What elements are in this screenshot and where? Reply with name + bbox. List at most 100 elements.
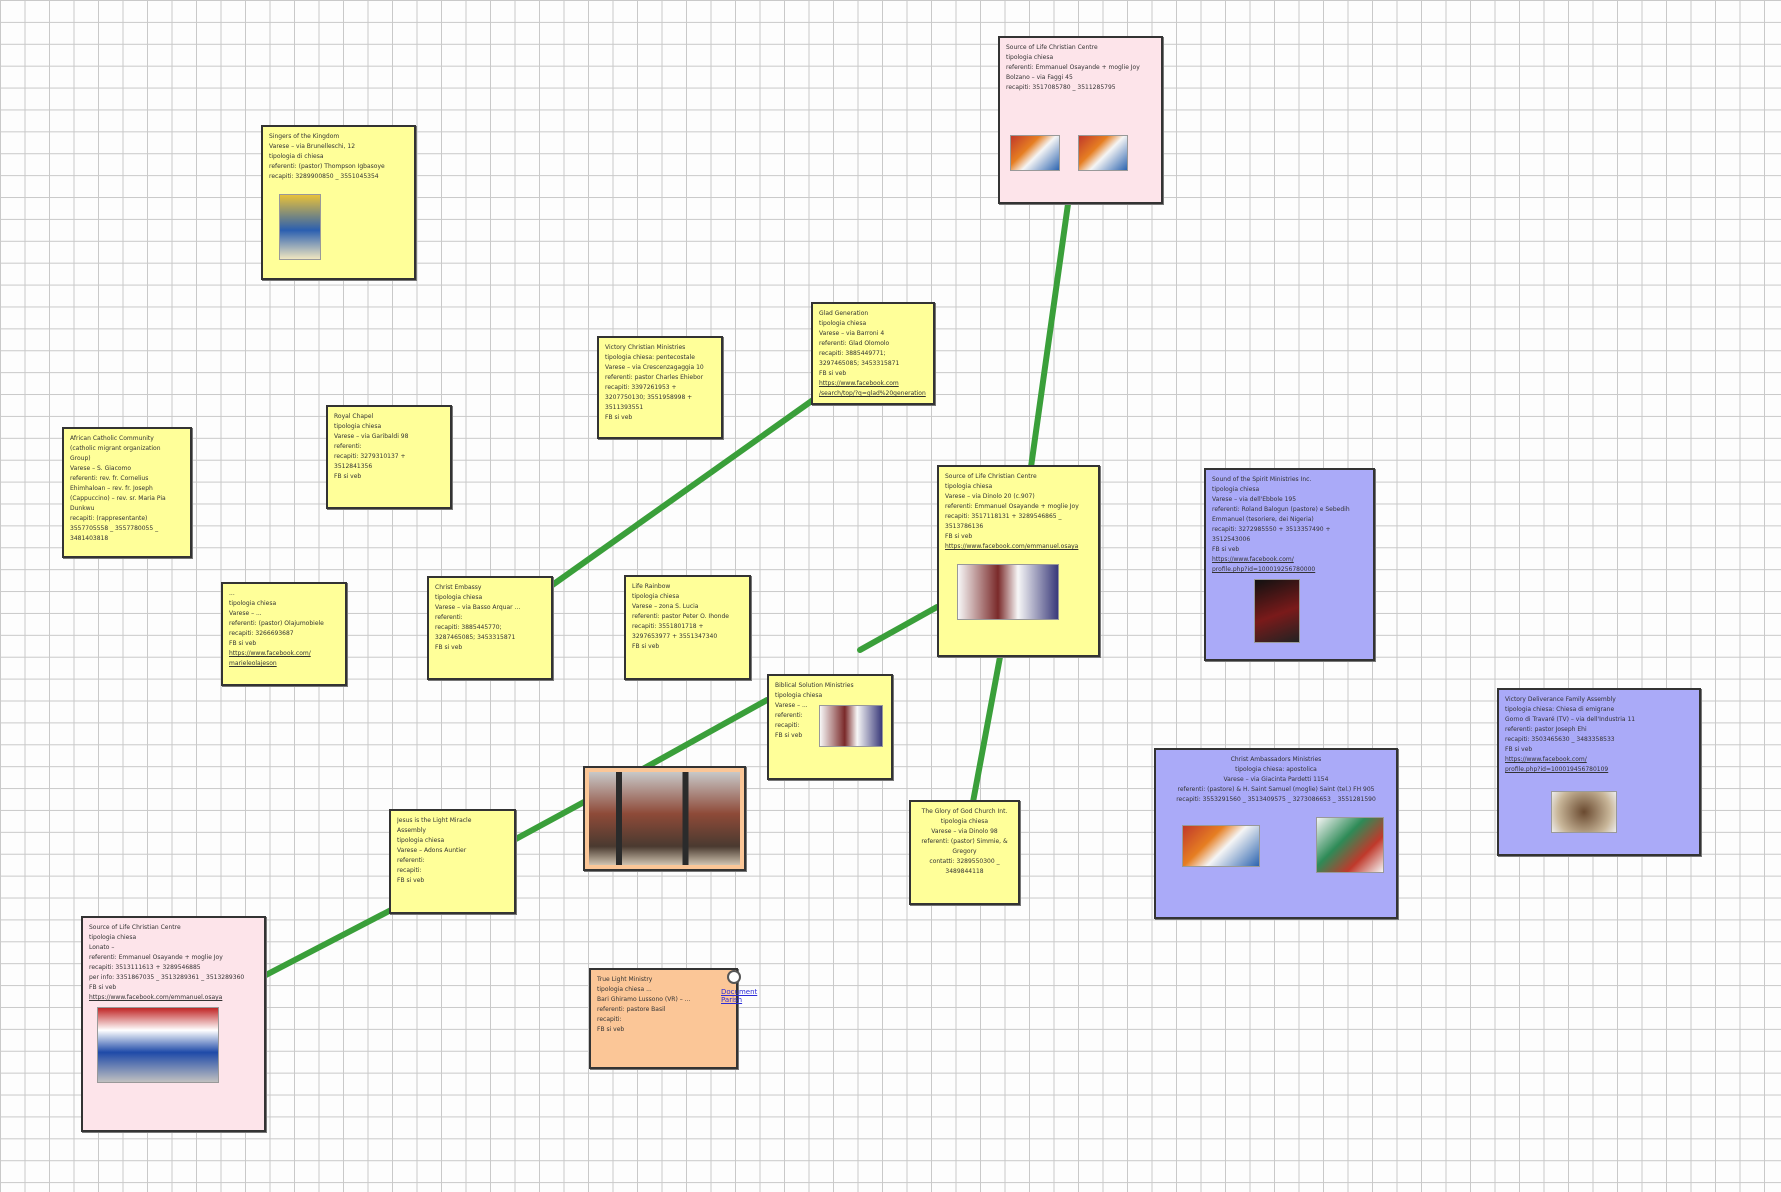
node-images (819, 705, 885, 747)
facebook-link[interactable]: /search/top/?q=glad%20generation (819, 390, 926, 397)
node-detail: Emmanuel (tesoriere, dei Nigeria) (1212, 516, 1314, 523)
node-detail: recapiti: 3517118131 + 3289546865 _ (945, 513, 1062, 520)
node-detail: FB si veb (435, 644, 463, 651)
event-photo-image[interactable] (1551, 791, 1617, 833)
node-detail: Varese – via Basso Arquar ... (435, 604, 521, 611)
node-detail: 3297465085; 3453315871 (819, 360, 900, 367)
node-sound-of-the-spirit[interactable]: Sound of the Spirit Ministries Inc. tipo… (1204, 468, 1375, 661)
node-title: True Light Ministry (597, 976, 653, 983)
node-glad-generation[interactable]: Glad Generation tipologia chiesa Varese … (811, 302, 935, 405)
node-biblical-solution-ministries[interactable]: Biblical Solution Ministries tipologia c… (767, 674, 893, 780)
node-detail: tipologia chiesa: apostolica (1235, 766, 1317, 773)
attachment-icon[interactable] (727, 970, 741, 984)
node-detail: Varese – ... (775, 702, 808, 709)
facebook-link[interactable]: profile.php?id=100019456780109 (1505, 766, 1609, 773)
attachment-link[interactable]: Document Parish (721, 988, 758, 1004)
node-detail: FB si veb (775, 732, 803, 739)
facebook-link[interactable]: profile.php?id=100019256780000 (1212, 566, 1316, 573)
node-detail: 3513786136 (945, 523, 984, 530)
node-christ-embassy[interactable]: Christ Embassy tipologia chiesa Varese –… (427, 576, 553, 680)
node-detail: FB si veb (605, 414, 633, 421)
node-detail: referenti: (pastor) Thompson Igbasoye (269, 163, 385, 170)
node-detail: tipologia di chiesa (269, 153, 324, 160)
flyer-image[interactable] (1010, 135, 1060, 171)
node-detail: tipologia chiesa: Chiesa di emigrane (1505, 706, 1615, 713)
node-detail: recapiti: (775, 722, 800, 729)
facebook-link[interactable]: https://www.facebook.com/ (1212, 556, 1294, 563)
node-title: Glad Generation (819, 310, 869, 317)
node-detail: referenti: pastor Peter O. Ihonde (632, 613, 729, 620)
node-detail: FB si veb (945, 533, 973, 540)
node-detail: Gorno di Travaré (TV) – via dell'Industr… (1505, 716, 1636, 723)
node-detail: Varese – Adons Auntier (397, 847, 467, 854)
church-interior-image[interactable] (589, 772, 740, 865)
flyer-image[interactable] (1182, 825, 1260, 867)
node-source-of-life-top[interactable]: Source of Life Christian Centre tipologi… (998, 36, 1163, 204)
node-detail: recapiti: 3266693687 (229, 630, 294, 637)
event-flyer-image[interactable] (97, 1007, 219, 1083)
node-detail: recapiti: 3513111613 + 3289546885 (89, 964, 201, 971)
node-detail: tipologia chiesa (940, 818, 989, 825)
flyer-image[interactable] (1316, 817, 1384, 873)
node-african-catholic-community[interactable]: African Catholic Community (catholic mig… (62, 427, 192, 558)
node-glory-of-god-church[interactable]: The Glory of God Church Int. tipologia c… (909, 800, 1020, 905)
node-detail: FB si veb (229, 640, 257, 647)
flyer-image[interactable] (1078, 135, 1128, 171)
facebook-link[interactable]: https://www.facebook.com/emmanuel.osaya (945, 543, 1079, 550)
node-unknown-church[interactable]: ... tipologia chiesa Varese – ... refere… (221, 582, 347, 686)
node-detail: referenti: (pastor) Simmie, & (921, 838, 1008, 845)
facebook-link[interactable]: marieleolajeson (229, 660, 277, 667)
node-detail: referenti: (397, 857, 425, 864)
node-detail: contatti: 3289550300 _ (929, 858, 1000, 865)
node-title: The Glory of God Church Int. (921, 808, 1008, 815)
facebook-link[interactable]: https://www.facebook.com/ (229, 650, 311, 657)
node-christ-ambassadors[interactable]: Christ Ambassadors Ministries tipologia … (1154, 748, 1398, 919)
node-detail: recapiti: 3279310137 + (334, 453, 406, 460)
event-poster-image[interactable] (279, 194, 321, 260)
facebook-link[interactable]: https://www.facebook.com/emmanuel.osaya (89, 994, 223, 1001)
node-jesus-is-the-light[interactable]: Jesus is the Light Miracle Assembly tipo… (389, 809, 516, 914)
node-detail: FB si veb (334, 473, 362, 480)
node-detail: recapiti: 3397261953 + (605, 384, 677, 391)
facebook-link[interactable]: https://www.facebook.com/ (1505, 756, 1587, 763)
node-detail: recapiti: 3551801718 + (632, 623, 704, 630)
node-source-of-life-bottom[interactable]: Source of Life Christian Centre tipologi… (81, 916, 266, 1132)
node-singers-of-the-kingdom[interactable]: Singers of the Kingdom Varese – via Brun… (261, 125, 416, 280)
node-title: Biblical Solution Ministries (775, 682, 854, 689)
node-detail: tipologia chiesa: pentecostale (605, 354, 695, 361)
node-detail: Lonato – (89, 944, 115, 951)
node-detail: referenti: (pastore) & H. Saint Samuel (… (1177, 786, 1375, 793)
node-detail: tipologia chiesa (229, 600, 277, 607)
node-detail: recapiti: (397, 867, 422, 874)
node-detail: 3481403818 (70, 535, 109, 542)
node-detail: Varese – via Barroni 4 (819, 330, 885, 337)
node-detail: FB si veb (89, 984, 117, 991)
node-detail: 3489844118 (945, 868, 984, 875)
node-title: Victory Deliverance Family Assembly (1505, 696, 1616, 703)
event-photo-image[interactable] (957, 564, 1059, 620)
node-detail: recapiti: 3517085780 _ 3511285795 (1006, 84, 1116, 91)
node-detail: referenti: Emmanuel Osayande + moglie Jo… (945, 503, 1079, 510)
node-detail: Assembly (397, 827, 426, 834)
facebook-link[interactable]: https://www.facebook.com (819, 380, 899, 387)
node-true-light-ministry[interactable]: True Light Ministry tipologia chiesa ...… (589, 968, 738, 1069)
node-detail: referenti: Roland Balogun (pastore) e Se… (1212, 506, 1350, 513)
node-detail: Varese – via Dinolo 20 (c.907) (945, 493, 1035, 500)
node-detail: tipologia chiesa (435, 594, 483, 601)
node-images (279, 194, 408, 260)
node-images (1551, 791, 1693, 833)
node-source-of-life-middle[interactable]: Source of Life Christian Centre tipologi… (937, 465, 1100, 657)
node-detail: 3512841356 (334, 463, 373, 470)
node-detail: referenti: Emmanuel Osayande + moglie Jo… (1006, 64, 1140, 71)
event-poster-image[interactable] (1254, 579, 1300, 643)
node-detail: tipologia chiesa ... (597, 986, 652, 993)
node-church-room-photo[interactable] (583, 766, 746, 871)
event-photo-image[interactable] (819, 705, 883, 747)
node-victory-deliverance[interactable]: Victory Deliverance Family Assembly tipo… (1497, 688, 1701, 856)
node-victory-christian-ministries[interactable]: Victory Christian Ministries tipologia c… (597, 336, 723, 439)
connector-source-middle-to-glory-god (970, 654, 1003, 805)
node-royal-chapel[interactable]: Royal Chapel tipologia chiesa Varese – v… (326, 405, 452, 509)
node-life-rainbow[interactable]: Life Rainbow tipologia chiesa Varese – z… (624, 575, 751, 680)
node-detail: FB si veb (397, 877, 425, 884)
